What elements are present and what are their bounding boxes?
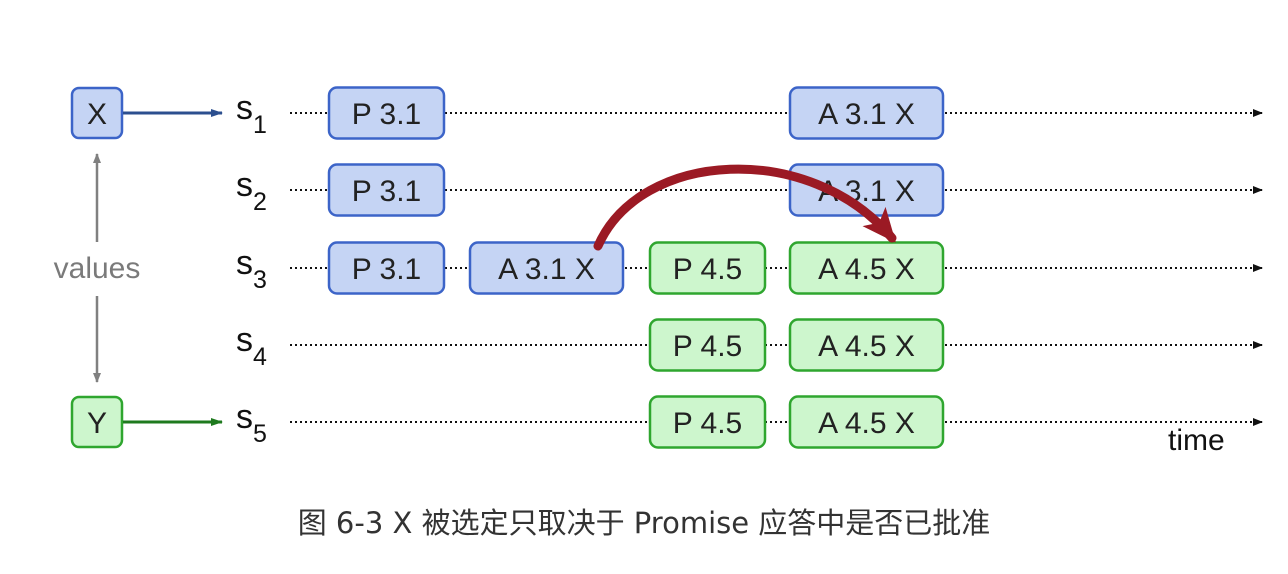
message-box-s3-a-3-1-x: A 3.1 X	[468, 241, 625, 295]
message-box-s4-p-4-5: P 4.5	[648, 318, 767, 372]
row-label-subscript: 2	[253, 188, 267, 216]
message-box-rect	[327, 163, 446, 217]
row-label-subscript: 4	[253, 343, 267, 371]
message-box-label: P 3.1	[352, 253, 422, 286]
message-box-s4-a-4-5-x: A 4.5 X	[788, 318, 945, 372]
message-box-rect	[648, 241, 767, 295]
message-box-label: P 4.5	[673, 407, 743, 440]
source-y: Y	[70, 395, 124, 449]
message-box-s3-p-3-1: P 3.1	[327, 241, 446, 295]
source-y-rect	[70, 395, 124, 449]
source-y-label: Y	[87, 407, 107, 440]
row-label-s4: s4	[236, 321, 267, 371]
message-box-label: A 3.1 X	[498, 253, 595, 286]
message-box-label: P 3.1	[352, 175, 422, 208]
values-label: values	[54, 252, 141, 285]
message-box-rect	[468, 241, 625, 295]
message-box-rect	[788, 86, 945, 140]
message-box-s3-a-4-5-x: A 4.5 X	[788, 241, 945, 295]
message-box-label: A 4.5 X	[818, 330, 915, 363]
message-box-label: A 4.5 X	[818, 253, 915, 286]
message-box-label: P 4.5	[673, 330, 743, 363]
row-label-s2: s2	[236, 166, 267, 216]
source-x: X	[70, 86, 124, 140]
source-x-label: X	[87, 98, 107, 131]
message-box-rect	[327, 241, 446, 295]
message-box-label: A 3.1 X	[818, 98, 915, 131]
row-label-s5: s5	[236, 398, 267, 448]
message-box-s2-a-3-1-x: A 3.1 X	[788, 163, 945, 217]
message-box-s1-a-3-1-x: A 3.1 X	[788, 86, 945, 140]
message-box-label: P 3.1	[352, 98, 422, 131]
message-box-label: A 4.5 X	[818, 407, 915, 440]
row-label-s3: s3	[236, 244, 267, 294]
message-box-rect	[788, 318, 945, 372]
message-box-s5-a-4-5-x: A 4.5 X	[788, 395, 945, 449]
message-box-rect	[648, 395, 767, 449]
source-x-rect	[70, 86, 124, 140]
row-label-subscript: 5	[253, 420, 267, 448]
message-box-s5-p-4-5: P 4.5	[648, 395, 767, 449]
message-box-s2-p-3-1: P 3.1	[327, 163, 446, 217]
row-label-subscript: 3	[253, 266, 267, 294]
transfer-curved-arrow	[593, 164, 897, 251]
message-box-rect	[327, 86, 446, 140]
time-label: time	[1168, 424, 1225, 457]
message-box-s3-p-4-5: P 4.5	[648, 241, 767, 295]
figure-caption: 图 6-3 X 被选定只取决于 Promise 应答中是否已批准	[297, 506, 991, 540]
message-box-label: P 4.5	[673, 253, 743, 286]
message-box-rect	[648, 318, 767, 372]
row-label-s1: s1	[236, 89, 267, 139]
message-box-s1-p-3-1: P 3.1	[327, 86, 446, 140]
message-box-rect	[788, 395, 945, 449]
row-label-subscript: 1	[253, 111, 267, 139]
